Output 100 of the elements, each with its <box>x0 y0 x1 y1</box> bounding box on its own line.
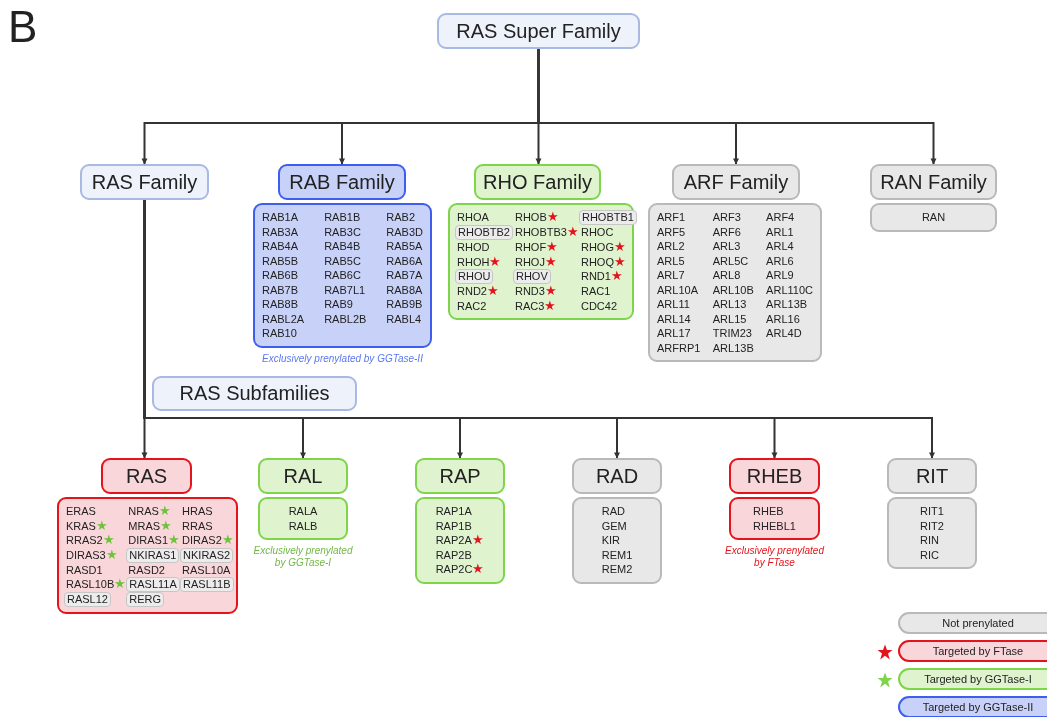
gene-list-box <box>572 497 662 584</box>
gene-name: RHOB★ <box>514 210 560 225</box>
gene-name: ARL15 <box>712 311 748 326</box>
gene-name: ARL110C <box>766 282 813 297</box>
gene-name: RABL4 <box>386 311 423 326</box>
family-box: RAP <box>415 458 505 494</box>
gene-name: RHEB <box>753 504 785 519</box>
gene-name: ARL9 <box>766 268 795 283</box>
gene-name: RABL2B <box>324 311 367 326</box>
note-text: Exclusively prenylated by GGTase-I <box>252 545 354 569</box>
gene-name: RAB5B <box>262 253 300 268</box>
gene-name: RHOJ★ <box>514 254 558 269</box>
gene-name: ARL17 <box>657 326 692 341</box>
gene-name: RHOD <box>457 240 491 255</box>
gene-tag: RHOBTB2 <box>455 225 513 240</box>
gene-tag: NKIRAS2 <box>180 547 234 563</box>
gene-name: RAB9 <box>324 297 354 312</box>
gene-name: RND2★ <box>457 284 500 299</box>
legend-swatch: Targeted by GGTase-I <box>898 668 1047 690</box>
note-text: Exclusively prenylated by FTase <box>724 545 826 569</box>
gene-name: RIT2 <box>920 518 944 533</box>
gene-name: ARL11 <box>657 297 691 312</box>
gene-name: DIRAS3★ <box>66 547 119 563</box>
gene-name: RAB3D <box>386 224 423 239</box>
gene-name: RHOBTB3★ <box>514 225 579 240</box>
gene-name: RHOQ★ <box>580 254 627 269</box>
gene-tag: RASL11A <box>126 577 180 592</box>
gene-name: DIRAS2★ <box>182 533 234 548</box>
gene-name: RALB <box>288 518 318 533</box>
family-box: RHO Family <box>474 164 601 200</box>
gene-list-box <box>729 497 820 540</box>
gene-name: RAP2B <box>435 547 473 562</box>
family-box: RAB Family <box>278 164 406 200</box>
gene-name: KIR <box>601 533 622 548</box>
gene-name: ARL5 <box>657 253 686 268</box>
gene-name: RAB5C <box>324 253 362 268</box>
gene-name: ARL7 <box>657 268 686 283</box>
gene-name: RAB4A <box>262 239 300 254</box>
gene-name: RAC2 <box>457 298 488 313</box>
gene-name: ARF1 <box>657 210 687 225</box>
gene-name: RAB5A <box>386 239 423 254</box>
gene-name: RAB7A <box>386 268 423 283</box>
gene-name: RASL10A <box>182 562 232 577</box>
gene-name: ARL10A <box>657 282 699 297</box>
gene-name: RHOA <box>457 210 490 225</box>
family-box: RAL <box>258 458 348 494</box>
gene-name: RAB9B <box>386 297 423 312</box>
gene-name: TRIM23 <box>712 326 753 341</box>
gene-name: RHOF★ <box>514 240 560 255</box>
gene-name: RAB2 <box>386 210 417 225</box>
gene-name: RHOG★ <box>580 240 627 255</box>
gene-tag: RASL11B <box>180 577 234 592</box>
gene-name: RRAS <box>182 518 214 533</box>
gene-name: RASL10B★ <box>66 577 127 592</box>
gene-name: RRAS2★ <box>66 533 116 548</box>
gene-name: ARL14 <box>657 311 692 326</box>
note-text: Exclusively prenylated by GGTase-II <box>261 353 424 365</box>
gene-name: ARFRP1 <box>657 340 701 355</box>
gene-name: RHOH★ <box>457 254 503 269</box>
gene-name: RAB8B <box>262 297 300 312</box>
gene-name: ARL10B <box>712 282 754 297</box>
gene-name: ARL16 <box>766 311 801 326</box>
gene-name: RND3★ <box>514 284 558 299</box>
gene-name: RIC <box>920 547 941 562</box>
family-box: RAS Subfamilies <box>152 376 357 411</box>
gene-name: RAB3C <box>324 224 362 239</box>
gene-name: RHOC <box>580 225 615 240</box>
gene-name: ARL6 <box>766 253 795 268</box>
gene-name: RASD1 <box>66 562 104 577</box>
gene-name: ARL13B <box>766 297 809 312</box>
gene-name: RAB8A <box>386 282 423 297</box>
gene-name: ARF3 <box>712 210 742 225</box>
gene-name: ARL13 <box>712 297 748 312</box>
gene-name: RIT1 <box>920 504 944 519</box>
gene-name: ARL3 <box>712 239 742 254</box>
gene-name: RAN <box>921 210 946 225</box>
gene-name: CDC42 <box>580 298 618 313</box>
gene-name: REM2 <box>601 562 633 577</box>
gene-tag: RASL12 <box>64 592 111 607</box>
family-box: RHEB <box>729 458 820 494</box>
gene-name: RALA <box>288 504 318 519</box>
gene-list-box <box>887 497 977 569</box>
gene-name: RAB6B <box>262 268 300 283</box>
gene-name: NRAS★ <box>128 504 172 519</box>
gene-name: RAP1B <box>435 518 473 533</box>
gene-list-box <box>448 203 634 320</box>
gene-list-box <box>870 203 997 232</box>
gene-name: ARL8 <box>712 268 742 283</box>
gene-name: RAB7L1 <box>324 282 367 297</box>
family-box: ARF Family <box>672 164 800 200</box>
family-box: RAS Family <box>80 164 209 200</box>
gene-name: KRAS★ <box>66 518 109 533</box>
gene-name: RAC1 <box>580 284 612 299</box>
gene-name: RIN <box>920 533 941 548</box>
family-box: RAD <box>572 458 662 494</box>
gene-name: ARL1 <box>766 224 795 239</box>
gene-name: RAB7B <box>262 282 300 297</box>
gene-name: RAB6A <box>386 253 423 268</box>
gene-tag: NKIRAS1 <box>126 547 180 563</box>
gene-name: ARF6 <box>712 224 742 239</box>
